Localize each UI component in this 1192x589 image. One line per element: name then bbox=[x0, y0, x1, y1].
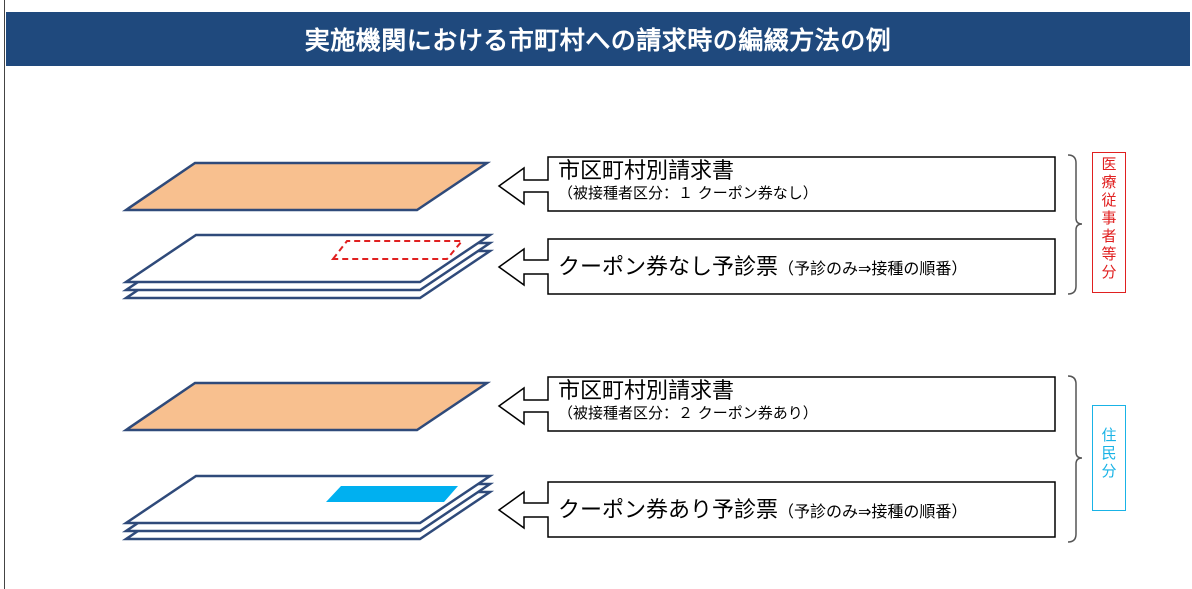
invoice-note-medical: （被接種者区分：１ クーポン券なし） bbox=[558, 184, 818, 202]
invoice-label-resident: 市区町村別請求書 （被接種者区分：２ クーポン券あり） bbox=[558, 379, 818, 423]
invoice-title-medical: 市区町村別請求書 bbox=[558, 159, 735, 184]
category-tag-resident: 住 民 分 bbox=[1092, 405, 1126, 511]
category-tag-medical: 医 療 従 事 者 等 分 bbox=[1092, 152, 1126, 293]
forms-title-medical: クーポン券なし予診票 bbox=[558, 255, 779, 280]
category-char: 者 bbox=[1101, 227, 1117, 245]
category-char: 分 bbox=[1101, 263, 1117, 281]
category-char: 等 bbox=[1101, 245, 1117, 263]
category-char: 民 bbox=[1101, 444, 1117, 462]
invoice-sheet-resident bbox=[121, 381, 492, 432]
page-title: 実施機関における市町村への請求時の編綴方法の例 bbox=[304, 26, 892, 55]
invoice-sheet-medical bbox=[121, 161, 492, 212]
forms-note-resident: （予診のみ⇒接種の順番） bbox=[778, 502, 968, 521]
forms-title-resident: クーポン券あり予診票 bbox=[558, 498, 779, 523]
coupon-attached bbox=[326, 486, 458, 502]
coupon-placeholder-dashed bbox=[330, 240, 465, 260]
header-bar: 実施機関における市町村への請求時の編綴方法の例 bbox=[6, 12, 1190, 66]
category-char: 住 bbox=[1101, 426, 1117, 444]
forms-note-medical: （予診のみ⇒接種の順番） bbox=[778, 259, 968, 278]
callout-invoice-resident bbox=[497, 376, 1056, 432]
frame-left-border bbox=[4, 0, 5, 589]
form-stack-resident bbox=[121, 474, 495, 541]
form-stack-medical bbox=[121, 233, 495, 300]
invoice-title-resident: 市区町村別請求書 bbox=[558, 379, 735, 404]
category-char: 分 bbox=[1101, 462, 1117, 480]
callout-invoice-medical bbox=[497, 156, 1056, 212]
invoice-label-medical: 市区町村別請求書 （被接種者区分：１ クーポン券なし） bbox=[558, 159, 818, 203]
bracket-resident bbox=[1067, 375, 1083, 543]
callout-forms-resident bbox=[497, 481, 1056, 538]
category-char: 医 bbox=[1101, 155, 1117, 173]
callout-forms-medical bbox=[497, 238, 1056, 295]
bracket-medical bbox=[1067, 154, 1083, 295]
category-char: 従 bbox=[1101, 191, 1117, 209]
invoice-note-resident: （被接種者区分：２ クーポン券あり） bbox=[558, 404, 818, 422]
forms-label-medical: クーポン券なし予診票（予診のみ⇒接種の順番） bbox=[558, 255, 967, 280]
forms-label-resident: クーポン券あり予診票（予診のみ⇒接種の順番） bbox=[558, 498, 967, 523]
category-char: 療 bbox=[1101, 173, 1117, 191]
category-char: 事 bbox=[1101, 209, 1117, 227]
